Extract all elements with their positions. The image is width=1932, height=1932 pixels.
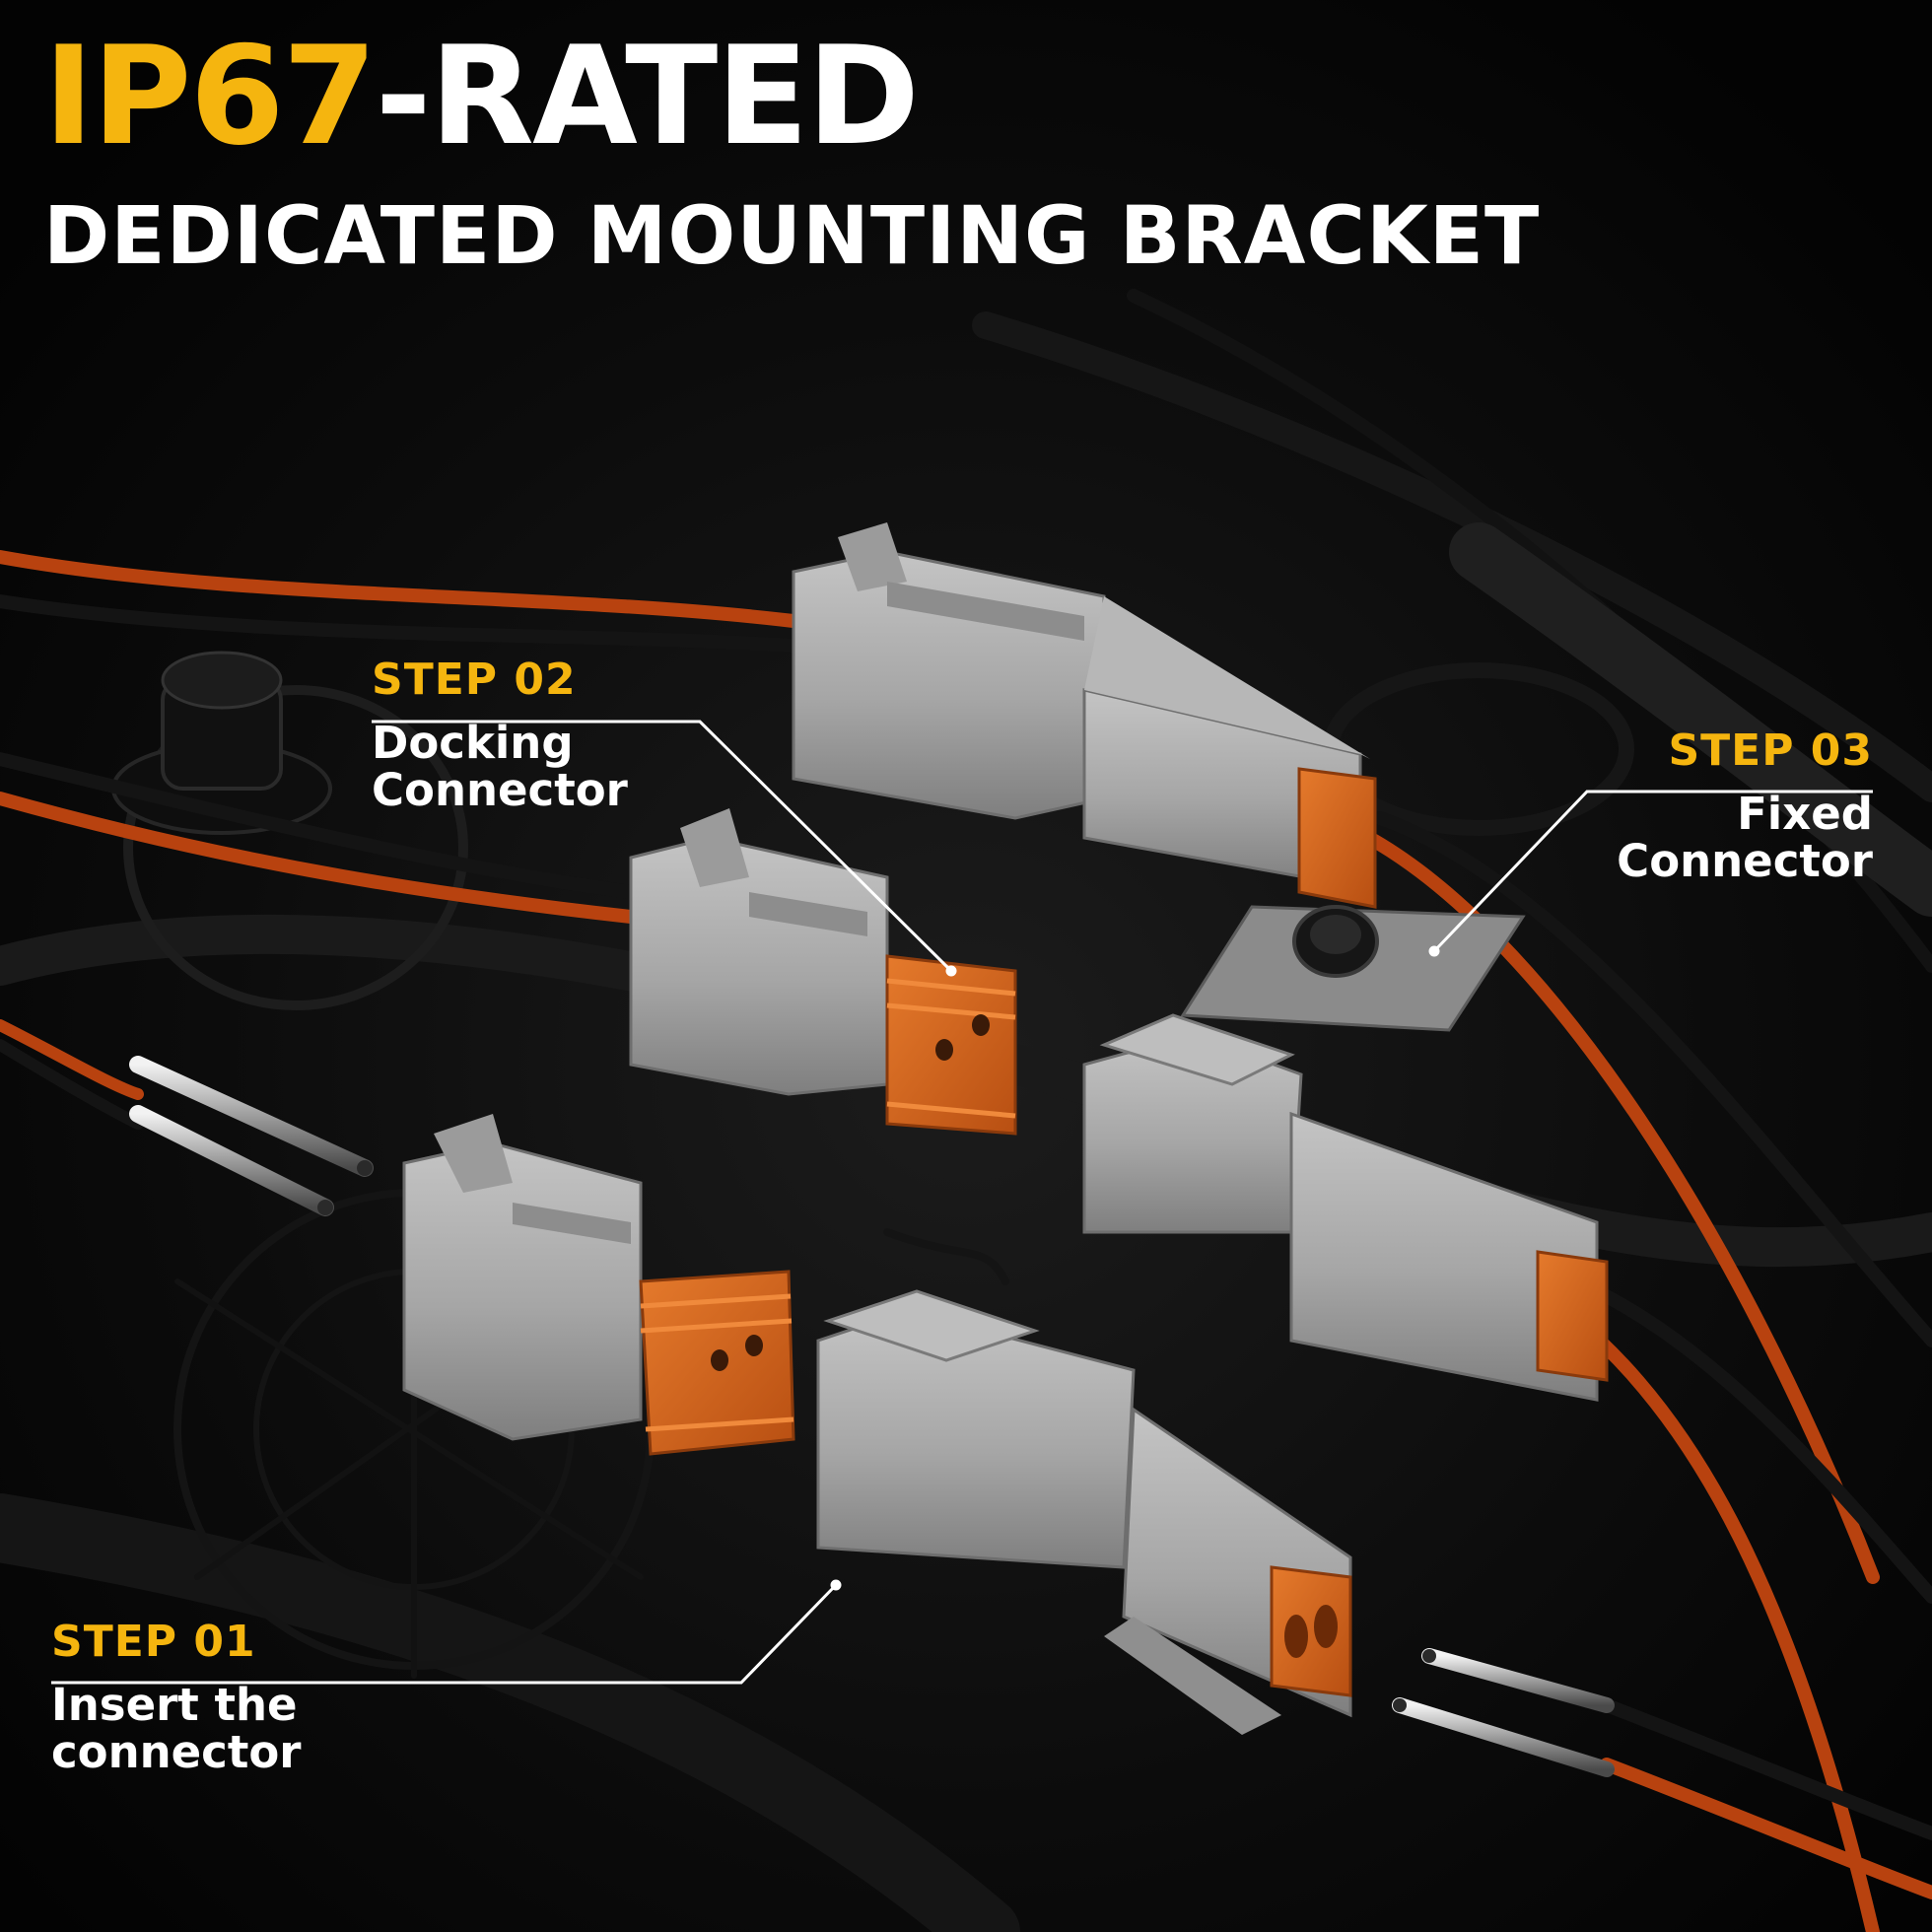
step-02-description: Docking Connector — [372, 717, 628, 816]
callout-lines — [51, 720, 1873, 1685]
callout-step-02: STEP 02 Docking Connector — [372, 656, 707, 813]
fixed-housing-connector — [1082, 1013, 1609, 1402]
insert-connector-female — [402, 1114, 795, 1456]
crimp-pins-left — [129, 1056, 374, 1216]
wires — [0, 550, 1932, 1932]
headline: IP67-RATED — [43, 22, 920, 172]
mounted-connector — [792, 522, 1526, 1032]
step-03-label: STEP 03 — [1668, 725, 1873, 776]
step-01-label: STEP 01 — [51, 1617, 256, 1667]
headline-rest: -RATED — [375, 17, 921, 175]
callout-step-01: STEP 01 Insert the connector — [51, 1617, 386, 1778]
bolt — [111, 651, 332, 835]
step-01-description: Insert the connector — [51, 1679, 302, 1778]
step-02-leader — [372, 720, 953, 973]
headline-accent: IP67 — [43, 17, 378, 175]
crimp-pins-right — [1392, 1648, 1615, 1777]
docking-connector — [629, 808, 1017, 1136]
callout-step-03: STEP 03 Fixed Connector — [1538, 725, 1873, 887]
step-03-leader — [1432, 790, 1873, 953]
subtitle: DEDICATED MOUNTING BRACKET — [43, 190, 1541, 283]
step-02-label: STEP 02 — [372, 655, 577, 705]
step-01-leader — [51, 1583, 838, 1685]
insert-connector-male — [816, 1289, 1352, 1735]
step-03-description: Fixed Connector — [1617, 788, 1873, 887]
